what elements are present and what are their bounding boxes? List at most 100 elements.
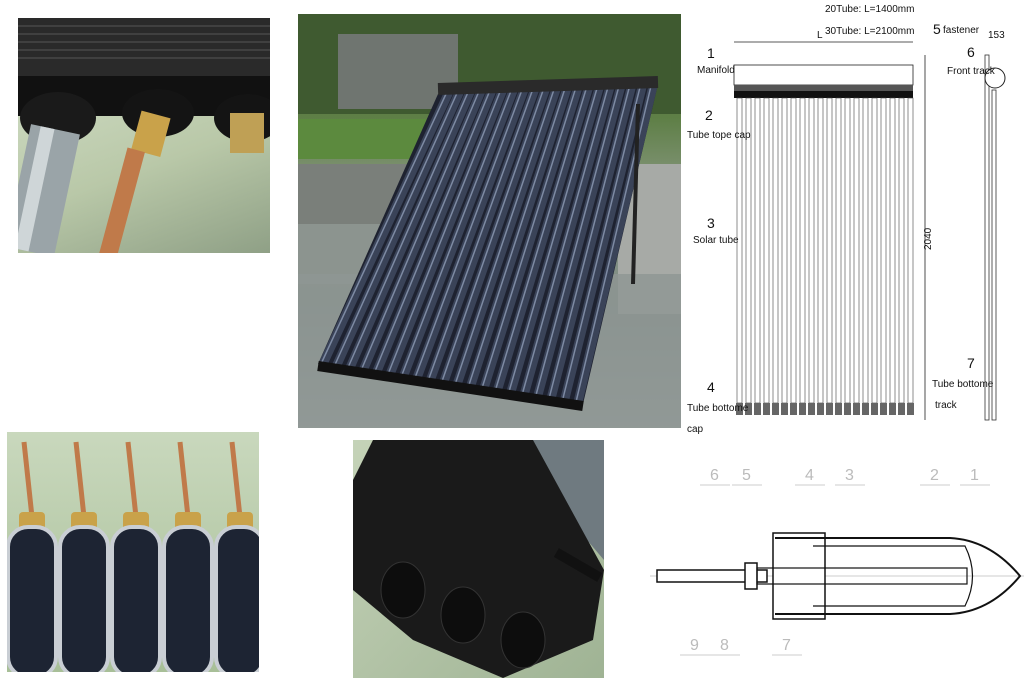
dim-30tube: 30Tube: L=2100mm (825, 26, 914, 37)
section-callout-1: 1 (970, 467, 979, 484)
drawing-tube (817, 97, 824, 404)
installed-collector-illustration (298, 14, 681, 428)
collector-tube (466, 84, 572, 391)
copper-heat-pipe (125, 441, 139, 518)
callout-2: 2 (705, 107, 713, 123)
copper-heat-pipe (177, 441, 191, 518)
tube-highlight (360, 92, 480, 371)
label-tube-top-cap: Tube tope cap (687, 130, 751, 141)
collector-tube (425, 86, 539, 385)
drawing-bottom-cap (826, 403, 833, 415)
drawing-bottom-cap (898, 403, 905, 415)
callout-5: 5 (933, 21, 941, 37)
collector-tube (345, 88, 475, 373)
dim-depth: 153 (988, 30, 1005, 41)
drawing-bottom-cap (853, 403, 860, 415)
drawing-tube (736, 97, 743, 404)
label-front-track: Front track (947, 66, 996, 77)
copper-heat-pipe (229, 441, 243, 518)
tube-highlight (548, 86, 631, 399)
drawing-tube (898, 97, 905, 404)
tube-highlight (400, 91, 512, 377)
collector-tube (439, 85, 550, 387)
tube-highlight (467, 89, 566, 387)
drawing-tube (889, 97, 896, 404)
dim-L: L (817, 30, 823, 41)
tube-highlight (427, 90, 534, 381)
section-callout-6: 6 (710, 467, 719, 484)
collector-tube (358, 88, 485, 375)
drawing-bottom-cap (808, 403, 815, 415)
photo-heat-pipe-tubes (7, 432, 259, 672)
tube-highlight (387, 91, 501, 375)
heat-pipe-tubes-illustration (7, 441, 259, 672)
collector-tube (318, 89, 453, 369)
collector-tube (533, 82, 626, 401)
label-fastener: fastener (943, 25, 980, 36)
tube-highlight (441, 89, 544, 383)
label-tube-bottom-cap: Tube bottome (687, 403, 749, 414)
diagram-front-side-view: 20Tube: L=1400mm 30Tube: L=2100mm L 2040… (685, 0, 1024, 440)
drawing-tube (880, 97, 887, 404)
callout-1: 1 (707, 45, 715, 61)
drawing-tube (754, 97, 761, 404)
drawing-tube (763, 97, 770, 404)
section-callout-5: 5 (742, 467, 751, 484)
vacuum-tube (162, 525, 214, 672)
collector-tube (399, 86, 518, 381)
drawing-bottom-cap (817, 403, 824, 415)
collector-tube (519, 83, 615, 399)
section-callout-8: 8 (720, 637, 729, 654)
collector-tube (546, 82, 636, 403)
collector-tube (372, 87, 496, 377)
manifold-fittings-illustration (18, 18, 270, 253)
collector-tube (479, 84, 582, 393)
collector-tube (573, 81, 658, 407)
callout-7: 7 (967, 355, 975, 371)
drawing-bottom-cap (781, 403, 788, 415)
drawing-tube (826, 97, 833, 404)
vacuum-tube (214, 525, 259, 672)
callout-6: 6 (967, 44, 975, 60)
drawing-bottom-cap (790, 403, 797, 415)
collector-tube (412, 86, 529, 383)
drawing-bottom-cap (745, 403, 752, 415)
tube-highlight (373, 92, 490, 373)
tube-highlight (521, 87, 609, 395)
collector-tube (385, 87, 507, 379)
tube-highlight (333, 93, 458, 367)
callout-4: 4 (707, 379, 715, 395)
drawing-tube (907, 97, 914, 404)
tube-highlight (347, 92, 469, 369)
drawing-bottom-cap (862, 403, 869, 415)
drawing-tube (745, 97, 752, 404)
dim-height: 2040 (923, 227, 934, 250)
bottom-caps-illustration (353, 440, 604, 678)
drawing-bottom-cap (835, 403, 842, 415)
section-callout-9: 9 (690, 637, 699, 654)
vacuum-tube (7, 525, 58, 672)
photo-bottom-caps (353, 440, 604, 678)
drawing-bottom-cap (799, 403, 806, 415)
label-manifold: Manifold (697, 65, 735, 76)
drawing-tube (772, 97, 779, 404)
drawing-tube (862, 97, 869, 404)
drawing-tube (799, 97, 806, 404)
tube-highlight (414, 90, 523, 379)
dim-20tube: 20Tube: L=1400mm (825, 4, 914, 15)
drawing-bottom-cap (871, 403, 878, 415)
drawing-tube (790, 97, 797, 404)
drawing-bottom-cap (772, 403, 779, 415)
drawing-bottom-cap (907, 403, 914, 415)
tube-highlight (535, 87, 620, 397)
label-tube-bottom-track: Tube bottome (932, 379, 994, 390)
collector-tube (331, 89, 464, 371)
drawing-tube (781, 97, 788, 404)
collector-tube (560, 81, 647, 405)
drawing-tube (808, 97, 815, 404)
collector-tube (506, 83, 604, 397)
section-callout-2: 2 (930, 467, 939, 484)
photo-manifold-fittings (18, 18, 270, 253)
drawing-tube (844, 97, 851, 404)
